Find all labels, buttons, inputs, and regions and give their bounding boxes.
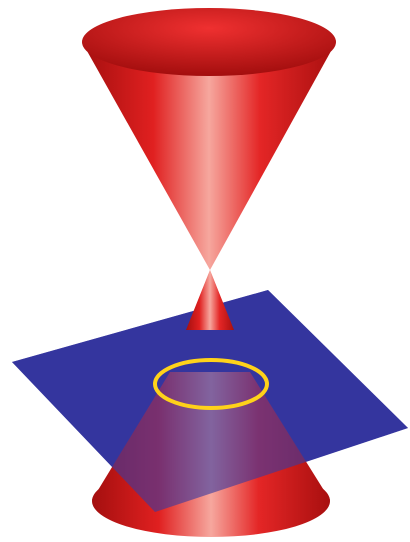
upper-cone-rim xyxy=(82,8,336,76)
upper-cone xyxy=(82,8,336,270)
intersection-circle xyxy=(153,358,269,410)
upper-cone-body xyxy=(82,42,336,270)
plane-overlay xyxy=(12,290,408,512)
cone-above-plane xyxy=(186,270,234,330)
